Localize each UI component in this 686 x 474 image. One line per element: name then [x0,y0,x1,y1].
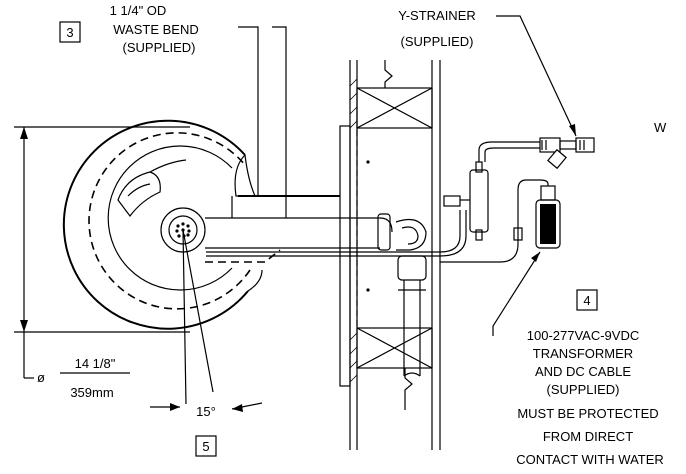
callout-5: 5 [195,435,217,457]
callout-3-number: 3 [66,25,73,40]
y-strainer [539,137,595,170]
bowl-notch [234,154,256,197]
warning-label-line3: CONTACT WITH WATER [516,452,664,467]
bowl-notch-lower [247,269,263,292]
diameter-metric: 359mm [70,385,113,400]
leader-waste-bend [238,26,259,196]
transformer-label-line4: (SUPPLIED) [547,382,620,397]
leader-angle [182,229,214,393]
diameter-dimension [14,126,190,379]
diameter-fraction: 14 1/8" [75,356,116,371]
stud-bottom [356,327,433,369]
p-trap [340,213,427,377]
waste-bend-label-line3: (SUPPLIED) [123,40,196,55]
angle-label: 15° [196,404,216,419]
break-mark-top [384,60,393,88]
transformer [440,179,561,263]
wall-section [339,60,441,450]
warning-label-line2: FROM DIRECT [543,429,633,444]
warning-label-line1: MUST BE PROTECTED [517,406,658,421]
leader-lines [182,15,577,405]
waste-bend-label-line2: WASTE BEND [113,22,198,37]
supply-line [206,141,540,257]
partial-label-right: W [654,120,667,135]
transformer-label-line1: 100-277VAC-9VDC [527,328,639,343]
diameter-symbol: ø [37,370,45,385]
transformer-label-line3: AND DC CABLE [535,364,631,379]
dc-cable [440,179,549,263]
y-strainer-label-line2: (SUPPLIED) [401,34,474,49]
angle-dimension [150,402,263,412]
leader-y-strainer [496,15,577,137]
callout-4: 4 [576,289,598,311]
callout-4-number: 4 [583,293,590,308]
bubbler-head [117,171,161,217]
waste-bend-label-line1: 1 1/4" OD [110,3,167,18]
bowl-outer-rim [62,119,249,330]
bowl-basin [107,145,233,291]
stud-top [356,87,433,129]
callout-3: 3 [59,21,81,43]
waste-pipe [205,195,340,263]
leader-transformer [492,251,541,336]
bowl-inner-dashed [88,132,251,310]
callout-5-number: 5 [202,439,209,454]
solenoid-valve [469,169,489,233]
y-strainer-label-line1: Y-STRAINER [398,8,476,23]
transformer-label-line2: TRANSFORMER [533,346,633,361]
wall-hatch-left [349,78,358,383]
bowl [62,119,263,330]
